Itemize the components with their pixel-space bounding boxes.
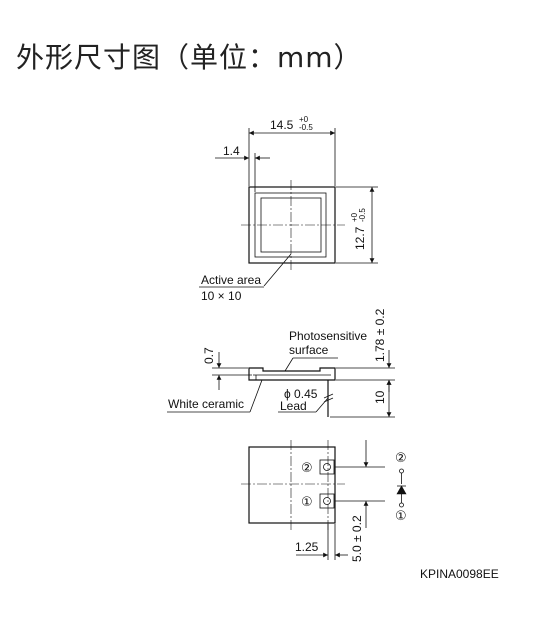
active-area-value: 10 × 10 <box>201 289 242 303</box>
edge-dimension: 1.4 <box>223 144 240 158</box>
white-ceramic-label: White ceramic <box>168 397 244 411</box>
lead-diameter-label: ϕ 0.45 <box>284 387 318 401</box>
active-area-label: Active area <box>201 273 261 287</box>
schematic-pin-2-label: ② <box>395 450 407 465</box>
part-code: KPINA0098EE <box>420 567 499 581</box>
width-tolerance-minus: -0.5 <box>299 123 313 132</box>
width-tolerance-plus: +0 <box>299 115 309 124</box>
pin-offset-dimension: 1.25 <box>295 540 319 554</box>
height-tolerance-plus: +0 <box>350 212 359 222</box>
photodiode-schematic: ② ① <box>395 450 407 523</box>
side-view: 0.7 1.78 ± 0.2 10 Photosensitive surface… <box>167 308 395 418</box>
top-view: 14.5 +0 -0.5 1.4 12.7 +0 -0.5 Active are… <box>199 115 378 303</box>
height-tolerance-minus: -0.5 <box>358 208 367 222</box>
ceramic-body-outline <box>248 367 336 381</box>
pin-1-label: ① <box>301 494 313 509</box>
pin-2-label: ② <box>301 460 313 475</box>
pin-pitch-dimension: 5.0 ± 0.2 <box>350 515 364 562</box>
pin-2-pad <box>319 459 335 475</box>
photosensitive-label-line1: Photosensitive <box>289 329 367 343</box>
height-dimension: 12.7 <box>353 226 367 250</box>
width-dimension: 14.5 <box>270 118 294 132</box>
lead-length-dimension: 10 <box>373 390 387 404</box>
page-title: 外形尺寸图（单位：mm） <box>16 41 363 74</box>
bottom-view: ② ① 5.0 ± 0.2 1.25 <box>241 440 385 562</box>
thickness-dimension: 0.7 <box>202 347 216 364</box>
photosensitive-label-line2: surface <box>289 343 329 357</box>
lead-label: Lead <box>280 399 307 413</box>
schematic-pin-1-label: ① <box>395 508 407 523</box>
package-bottom-outline <box>248 446 336 524</box>
diode-symbol-icon <box>396 485 407 495</box>
pin-1-pad <box>319 493 335 509</box>
depth-dimension: 1.78 ± 0.2 <box>373 308 387 362</box>
